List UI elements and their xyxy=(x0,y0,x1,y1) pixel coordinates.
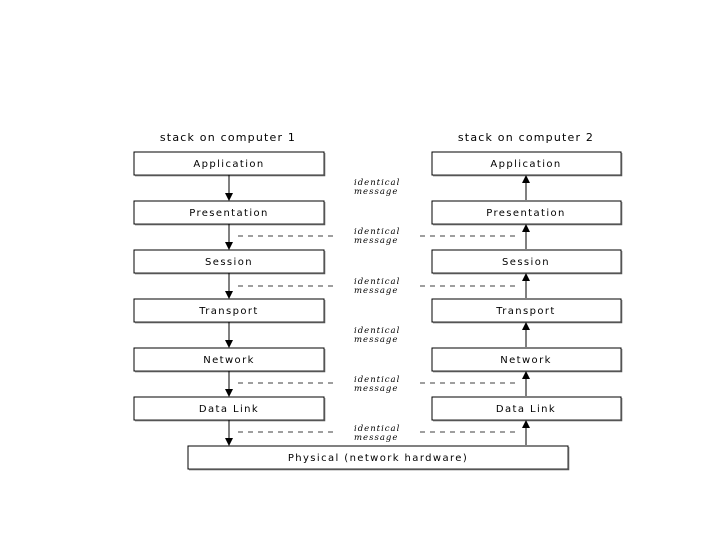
identical-message-notes: identical message identical message iden… xyxy=(354,178,400,443)
layer-label-data-link-right: Data Link xyxy=(496,404,556,415)
stack-computer-1: Application Presentation Session Transpo… xyxy=(133,151,326,446)
physical-layer: Physical (network hardware) xyxy=(187,445,570,471)
stack-title-computer-1: stack on computer 1 xyxy=(160,131,296,144)
note-line2: message xyxy=(354,187,398,197)
layer-label-network-left: Network xyxy=(203,355,255,366)
note-line1: identical xyxy=(354,424,400,434)
note-line1: identical xyxy=(354,375,400,385)
layer-label-data-link-left: Data Link xyxy=(199,404,259,415)
note-line2: message xyxy=(354,433,398,443)
note-line1: identical xyxy=(354,326,400,336)
note-line2: message xyxy=(354,335,398,345)
note-line1: identical xyxy=(354,227,400,237)
note-line2: message xyxy=(354,286,398,296)
layer-label-physical: Physical (network hardware) xyxy=(288,453,468,464)
stack-title-computer-2: stack on computer 2 xyxy=(458,131,594,144)
note-line2: message xyxy=(354,384,398,394)
layer-label-transport-left: Transport xyxy=(198,306,259,317)
layer-label-presentation-right: Presentation xyxy=(486,208,566,219)
layer-label-network-right: Network xyxy=(500,355,552,366)
layer-label-session-left: Session xyxy=(205,257,253,268)
layer-label-presentation-left: Presentation xyxy=(189,208,269,219)
note-line1: identical xyxy=(354,277,400,287)
layer-label-transport-right: Transport xyxy=(495,306,556,317)
layer-label-application-right: Application xyxy=(490,159,561,170)
peer-connectors xyxy=(238,235,517,433)
note-line2: message xyxy=(354,236,398,246)
note-line1: identical xyxy=(354,178,400,188)
layer-label-session-right: Session xyxy=(502,257,550,268)
stack-computer-2: Application Presentation Session Transpo… xyxy=(431,151,623,445)
layer-label-application-left: Application xyxy=(193,159,264,170)
